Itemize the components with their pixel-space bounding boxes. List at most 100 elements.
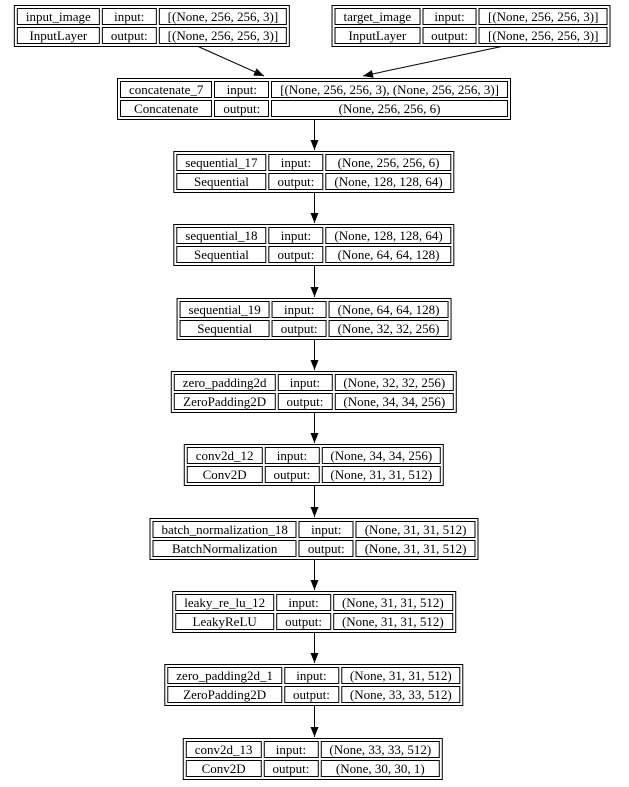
layer-name: conv2d_12 (186, 447, 263, 464)
input-shape: [(None, 256, 256, 3), (None, 256, 256, 3… (271, 81, 508, 98)
layer-input-row: sequential_18 input: (None, 128, 128, 64… (176, 227, 452, 244)
layer-name: sequential_19 (179, 301, 270, 318)
layer-name: target_image (334, 8, 421, 25)
layer-table: batch_normalization_18 input: (None, 31,… (150, 519, 477, 559)
layer-node-conv2d_12: conv2d_12 input: (None, 34, 34, 256) Con… (183, 444, 445, 486)
output-shape: (None, 256, 256, 6) (271, 100, 508, 117)
output-label: output: (298, 540, 354, 557)
output-shape: (None, 31, 31, 512) (321, 466, 442, 483)
layer-table: target_image input: [(None, 256, 256, 3)… (333, 6, 610, 46)
layer-name: leaky_re_lu_12 (175, 594, 275, 611)
layer-name: sequential_18 (176, 227, 267, 244)
layer-output-row: Concatenate output: (None, 256, 256, 6) (120, 100, 508, 117)
layer-node-sequential_17: sequential_17 input: (None, 256, 256, 6)… (173, 151, 455, 193)
output-shape: (None, 64, 64, 128) (325, 246, 452, 263)
layer-node-sequential_18: sequential_18 input: (None, 128, 128, 64… (173, 224, 455, 266)
output-label: output: (422, 27, 477, 44)
layer-table: sequential_19 input: (None, 64, 64, 128)… (178, 299, 451, 339)
layer-input-row: leaky_re_lu_12 input: (None, 31, 31, 512… (175, 594, 453, 611)
layer-node-input_image: input_image input: [(None, 256, 256, 3)]… (13, 5, 291, 47)
output-shape: (None, 31, 31, 512) (355, 540, 476, 557)
layer-name: sequential_17 (176, 154, 267, 171)
input-shape: (None, 64, 64, 128) (328, 301, 449, 318)
output-label: output: (271, 320, 327, 337)
layer-node-target_image: target_image input: [(None, 256, 256, 3)… (331, 5, 611, 47)
layer-name: input_image (16, 8, 100, 25)
layer-output-row: ZeroPadding2D output: (None, 34, 34, 256… (173, 393, 455, 410)
layer-type: Conv2D (185, 760, 262, 777)
input-label: input: (214, 81, 270, 98)
layer-input-row: conv2d_12 input: (None, 34, 34, 256) (186, 447, 442, 464)
layer-input-row: sequential_19 input: (None, 64, 64, 128) (179, 301, 449, 318)
layer-table: zero_padding2d input: (None, 32, 32, 256… (172, 372, 456, 412)
layer-input-row: concatenate_7 input: [(None, 256, 256, 3… (120, 81, 508, 98)
input-shape: (None, 31, 31, 512) (340, 667, 461, 684)
input-shape: [(None, 256, 256, 3)] (478, 8, 608, 25)
layer-name: concatenate_7 (120, 81, 213, 98)
layer-type: Sequential (179, 320, 270, 337)
layer-output-row: InputLayer output: [(None, 256, 256, 3)] (16, 27, 288, 44)
output-shape: [(None, 256, 256, 3)] (158, 27, 288, 44)
edge-target_image-to-concatenate_7 (362, 45, 505, 78)
input-shape: (None, 256, 256, 6) (325, 154, 452, 171)
layer-name: zero_padding2d (173, 374, 276, 391)
layer-table: zero_padding2d_1 input: (None, 31, 31, 5… (165, 665, 462, 705)
output-shape: [(None, 256, 256, 3)] (478, 27, 608, 44)
layer-type: InputLayer (16, 27, 100, 44)
layer-type: Concatenate (120, 100, 213, 117)
output-shape: (None, 34, 34, 256) (334, 393, 455, 410)
layer-table: concatenate_7 input: [(None, 256, 256, 3… (118, 79, 510, 119)
layer-node-batch_normalization_18: batch_normalization_18 input: (None, 31,… (149, 518, 479, 560)
layer-type: Conv2D (186, 466, 263, 483)
layer-type: ZeroPadding2D (167, 686, 283, 703)
output-label: output: (214, 100, 270, 117)
layer-input-row: zero_padding2d_1 input: (None, 31, 31, 5… (167, 667, 461, 684)
layer-table: sequential_17 input: (None, 256, 256, 6)… (174, 152, 453, 192)
layer-type: Sequential (176, 246, 267, 263)
output-label: output: (264, 466, 320, 483)
layer-node-concatenate_7: concatenate_7 input: [(None, 256, 256, 3… (117, 78, 511, 120)
input-label: input: (101, 8, 157, 25)
layer-name: batch_normalization_18 (152, 521, 297, 538)
input-shape: (None, 32, 32, 256) (334, 374, 455, 391)
input-label: input: (422, 8, 477, 25)
output-label: output: (101, 27, 157, 44)
input-label: input: (268, 154, 324, 171)
input-label: input: (271, 301, 327, 318)
input-label: input: (298, 521, 354, 538)
layer-output-row: Conv2D output: (None, 30, 30, 1) (185, 760, 441, 777)
layer-output-row: Conv2D output: (None, 31, 31, 512) (186, 466, 442, 483)
output-shape: (None, 128, 128, 64) (325, 173, 452, 190)
layer-output-row: LeakyReLU output: (None, 31, 31, 512) (175, 613, 453, 630)
layer-node-conv2d_13: conv2d_13 input: (None, 33, 33, 512) Con… (182, 738, 444, 780)
layer-table: sequential_18 input: (None, 128, 128, 64… (174, 225, 453, 265)
layer-node-zero_padding2d_1: zero_padding2d_1 input: (None, 31, 31, 5… (164, 664, 464, 706)
layer-output-row: Sequential output: (None, 64, 64, 128) (176, 246, 452, 263)
output-shape: (None, 30, 30, 1) (320, 760, 441, 777)
input-shape: (None, 34, 34, 256) (321, 447, 442, 464)
output-shape: (None, 31, 31, 512) (332, 613, 453, 630)
layer-name: zero_padding2d_1 (167, 667, 283, 684)
layer-output-row: BatchNormalization output: (None, 31, 31… (152, 540, 476, 557)
layer-input-row: batch_normalization_18 input: (None, 31,… (152, 521, 476, 538)
layer-output-row: Sequential output: (None, 32, 32, 256) (179, 320, 449, 337)
input-shape: [(None, 256, 256, 3)] (158, 8, 288, 25)
layer-type: Sequential (176, 173, 267, 190)
layer-input-row: zero_padding2d input: (None, 32, 32, 256… (173, 374, 455, 391)
layer-type: ZeroPadding2D (173, 393, 276, 410)
edge-input_image-to-concatenate_7 (196, 45, 265, 77)
output-label: output: (284, 686, 339, 703)
input-shape: (None, 31, 31, 512) (355, 521, 476, 538)
layer-name: conv2d_13 (185, 741, 262, 758)
output-label: output: (276, 613, 331, 630)
layer-type: BatchNormalization (152, 540, 297, 557)
output-label: output: (268, 246, 324, 263)
layer-input-row: sequential_17 input: (None, 256, 256, 6) (176, 154, 452, 171)
layer-output-row: ZeroPadding2D output: (None, 33, 33, 512… (167, 686, 461, 703)
input-label: input: (264, 447, 320, 464)
layer-output-row: Sequential output: (None, 128, 128, 64) (176, 173, 452, 190)
input-label: input: (284, 667, 339, 684)
layer-output-row: InputLayer output: [(None, 256, 256, 3)] (334, 27, 608, 44)
layer-node-leaky_re_lu_12: leaky_re_lu_12 input: (None, 31, 31, 512… (172, 591, 456, 633)
